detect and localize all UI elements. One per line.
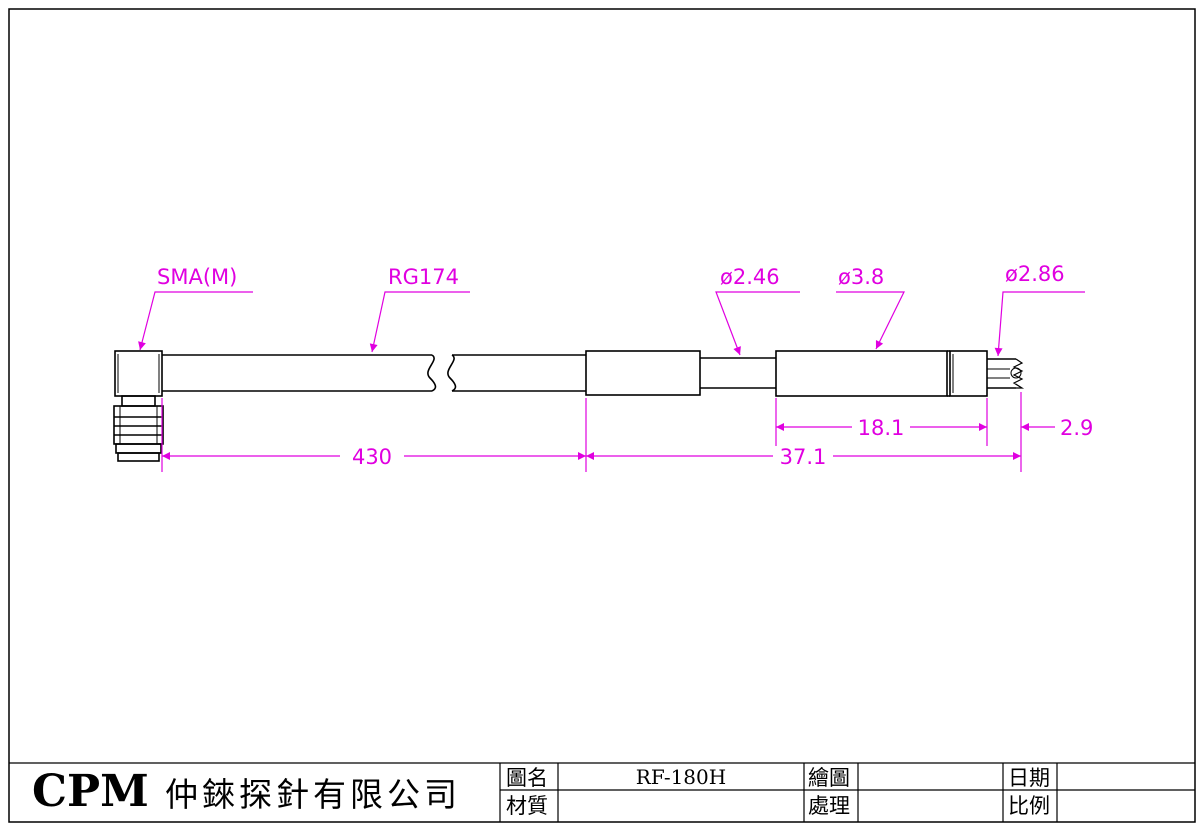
cable: [162, 354, 586, 392]
dimension-layer: [138, 291, 1085, 472]
dim-body-length: 18.1: [858, 416, 905, 440]
plunger-tip: [987, 358, 1025, 389]
drawing-border: [8, 8, 1196, 823]
part-outline: [113, 350, 1025, 462]
leader-dia-3: [994, 291, 1085, 357]
probe-body: [775, 350, 948, 397]
label-cable: RG174: [388, 265, 459, 289]
company-name: 仲錸探針有限公司: [165, 775, 461, 814]
drawing-name-label: 圖名: [506, 766, 548, 790]
dim-tip-length: 2.9: [1060, 416, 1093, 440]
drawing-name-value: RF-180H: [636, 765, 726, 789]
dim-cable-length: 430: [352, 445, 392, 469]
title-block: [9, 762, 1195, 822]
company-logo: CPM: [32, 766, 149, 817]
leader-cable: [369, 291, 470, 353]
label-dia-1: ø2.46: [720, 265, 780, 289]
label-connector: SMA(M): [157, 265, 237, 289]
title-block-text: CPM 仲錸探針有限公司 圖名 RF-180H 材質 繪圖 處理 日期 比例: [32, 765, 1050, 818]
crimp-sleeve: [585, 350, 701, 396]
label-dia-2: ø3.8: [838, 265, 884, 289]
thin-tube: [700, 357, 776, 389]
scale-label: 比例: [1008, 794, 1050, 818]
connector-thread: [113, 395, 164, 462]
leader-dia-1: [715, 291, 800, 356]
leader-connector: [138, 291, 253, 351]
material-label: 材質: [506, 794, 548, 818]
dim-overall-tail: 37.1: [780, 445, 827, 469]
label-dia-3: ø2.86: [1005, 262, 1065, 286]
date-label: 日期: [1008, 766, 1050, 790]
connector-body: [114, 350, 163, 397]
treatment-label: 處理: [808, 794, 850, 818]
drawn-label: 繪圖: [808, 766, 850, 790]
dimension-text: SMA(M) RG174 ø2.46 ø3.8 ø2.86 430 37.1 1…: [157, 262, 1093, 469]
leader-dia-2: [836, 291, 905, 350]
probe-collar: [947, 350, 988, 397]
